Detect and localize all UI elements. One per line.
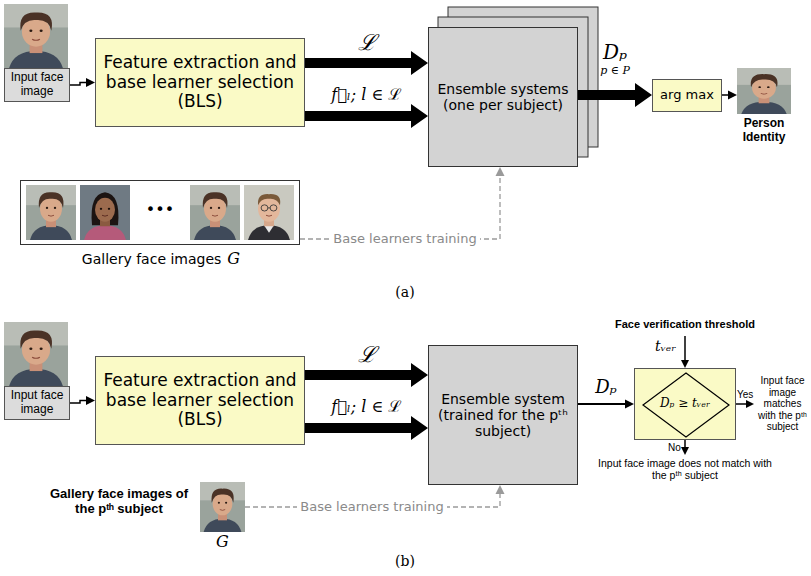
node-text: Ensemble system (trained for the pᵗʰ sub… [433,391,573,439]
input-photo [4,322,68,386]
arrow-body [578,83,652,107]
arrow-head [496,485,505,494]
arrow-body [305,416,428,440]
connector-line [70,401,87,404]
thick-arrow [305,416,428,440]
node-label: Person Identity [723,117,805,145]
branch-label: Yes [737,389,753,401]
identity-photo: Person Identity [737,68,791,114]
gallery-photo [190,185,240,240]
edge-label: f⃗ₗ; l ∈ ℒ [331,398,401,416]
connector-line [578,403,626,405]
input-photo [4,4,68,68]
gallery-photo [80,185,130,240]
flow-arrow [70,396,95,405]
edge-label: Base learners training [330,232,479,247]
training-arrow [300,167,505,239]
outcome-text: Input face image does not match with the… [598,457,773,481]
ensemble-box: Ensemble system (trained for the pᵗʰ sub… [428,345,578,485]
threshold-symbol: tᵥₑᵣ [655,338,676,354]
arrow-head [681,447,689,455]
node-label: Gallery face images of the pᵗʰ subject [40,487,198,517]
thick-arrow [578,83,652,107]
gallery-photo: Gallery face images of the pᵗʰ subjectG [40,482,245,534]
node-text: Feature extraction and base learner sele… [101,53,299,112]
flow-arrow [70,78,95,87]
math-symbol: G [200,533,245,551]
gallery-photo [200,482,245,532]
threshold-arrow [684,336,686,361]
edge-label: f⃗ₗ; l ∈ ℒ [331,86,401,104]
label-box: Input face image [4,386,70,420]
math-symbol: G [227,249,240,268]
arrow-head [86,396,95,405]
edge-label: ℒ [358,30,376,55]
connector-line [300,175,500,239]
arrow-head [86,78,95,87]
condition-text: Dₚ ≥ tᵥₑᵣ [660,397,710,411]
connector-line [722,94,729,96]
gallery-photo [244,185,294,240]
arrow-head [728,91,737,100]
arrow-body [305,104,428,128]
decision-diamond: Dₚ ≥ tᵥₑᵣ [634,368,736,440]
thick-arrow [305,104,428,128]
arrow-head [746,400,754,408]
arrow-head [625,400,634,409]
no-arrow [684,440,686,448]
gallery-photo [26,185,76,240]
ellipsis: ••• [146,201,174,219]
identity-photo [737,68,791,114]
panel-caption: (a) [395,284,414,300]
connector-line [70,83,87,86]
node-text: Ensemble systems (one per subject) [433,81,573,113]
node-label: Gallery face images [82,251,221,267]
edge-label: Base learners training [297,500,446,515]
outcome-text: Input face image matches with the pᵗʰ su… [756,375,809,433]
node-text: arg max [660,88,714,103]
argmax-box: arg max [652,79,722,112]
subscript-label: p ∈ P [600,65,630,78]
panel-caption: (b) [395,553,415,569]
process-box: Feature extraction and base learner sele… [95,38,305,127]
diamond-outline [643,373,729,437]
branch-label: No [668,442,681,454]
edge-label: ℒ [358,342,376,367]
flow-arrow [722,91,737,100]
process-box: Feature extraction and base learner sele… [95,356,305,445]
ensemble-box: Ensemble systems (one per subject) [428,27,578,167]
edge-label: Dₚ [595,377,617,398]
edge-label: Dₚ [603,41,627,64]
label-box: Input face image [4,68,70,102]
node-text: Input face image [7,71,67,99]
node-text: Feature extraction and base learner sele… [101,371,299,430]
arrow-head [496,167,505,176]
yes-arrow [736,403,747,405]
arrow-head [681,360,689,368]
threshold-label: Face verification threshold [615,318,755,331]
node-text: Input face image [7,389,67,417]
flow-arrow [578,400,634,409]
